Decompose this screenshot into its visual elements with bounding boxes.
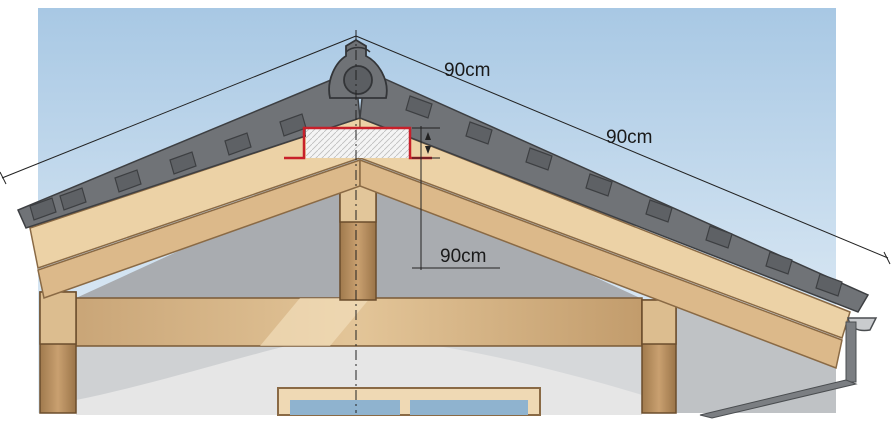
left-tile-rows xyxy=(29,113,307,221)
right-tile-rows xyxy=(405,95,843,297)
insulation-fill xyxy=(306,128,410,158)
left-roof-tiles xyxy=(17,68,361,229)
tie-beam-light-streak xyxy=(260,298,370,346)
right-slope-dimension-label: 90cm xyxy=(606,127,652,148)
right-fascia-inner xyxy=(359,158,843,370)
left-slope-dimension-line xyxy=(1,35,357,179)
right-post-cap xyxy=(641,299,677,345)
lower-wall-shadow xyxy=(76,345,290,400)
right-slope-dimension-line xyxy=(355,35,889,259)
left-post-cap xyxy=(39,291,77,345)
right-side-wall xyxy=(676,300,836,413)
gutter xyxy=(699,317,878,419)
ridge-ornament-icon xyxy=(328,38,388,99)
left-slope-dimension-tick xyxy=(0,171,7,185)
window-pane-left xyxy=(290,400,400,415)
vertical-dimension-arrow-up xyxy=(425,132,431,140)
vertical-dimension-label: 90cm xyxy=(440,246,486,267)
lower-wall-shadow-right xyxy=(430,345,642,395)
vertical-dimension-arrow-down xyxy=(425,146,431,154)
right-slope-dimension-tick xyxy=(883,251,891,265)
tie-beam xyxy=(71,297,643,347)
left-slope-dimension-label: 90cm xyxy=(444,60,490,81)
window-pane-right xyxy=(410,400,528,415)
